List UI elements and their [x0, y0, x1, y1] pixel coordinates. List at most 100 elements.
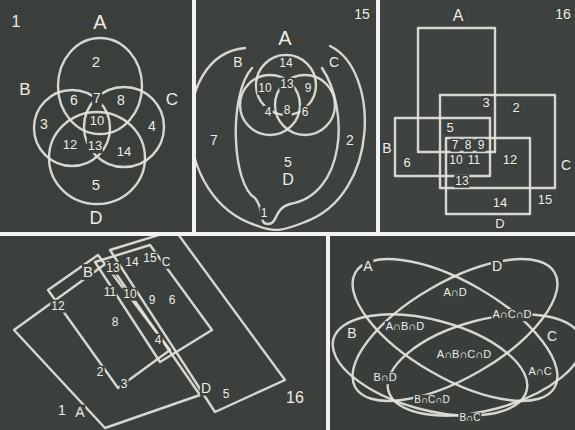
callout-number: 8: [464, 139, 473, 152]
callout-number: D: [281, 172, 295, 189]
region-label: B∩C: [458, 413, 481, 424]
callout-number: 14: [278, 57, 293, 70]
callout-number: D: [491, 259, 503, 274]
callout-number: 6: [301, 106, 310, 119]
callout-number: 11: [467, 154, 481, 167]
callout-number: 3: [481, 96, 490, 110]
callout-number: 14: [492, 196, 508, 210]
callout-number: 14: [116, 145, 132, 159]
callout-number: 6: [402, 156, 411, 170]
callout-number: 7: [209, 133, 219, 148]
callout-number: 13: [87, 139, 103, 153]
callout-number: 5: [91, 177, 101, 193]
set-outline: [49, 112, 145, 204]
set-outline: [331, 236, 575, 429]
callout-number: D: [200, 381, 212, 396]
callout-number: 5: [283, 155, 293, 170]
region-label: A∩B∩D: [385, 321, 425, 333]
callout-number: A: [92, 12, 107, 33]
callout-number: 10: [122, 288, 137, 301]
region-label: A∩B∩C∩D: [436, 349, 492, 361]
callout-number: 10: [257, 82, 272, 95]
callout-number: 16: [285, 390, 305, 407]
callout-number: 11: [103, 286, 117, 299]
set-outline: [377, 296, 575, 430]
set-outline: [240, 75, 300, 135]
callout-number: 1: [11, 14, 22, 31]
callout-number: 9: [148, 294, 157, 307]
set-outline: [331, 236, 575, 429]
callout-number: 4: [264, 106, 273, 119]
callout-number: 12: [62, 138, 78, 152]
callout-number: C: [161, 256, 172, 269]
set-outline: [275, 75, 335, 135]
set-outline: [95, 245, 212, 362]
callout-number: 2: [96, 366, 105, 379]
callout-number: A: [452, 8, 465, 25]
callout-number: 4: [154, 334, 163, 347]
venn-circles: [196, 46, 365, 230]
callout-number: C: [328, 55, 340, 70]
callout-number: 3: [39, 117, 49, 132]
set-outline: [48, 255, 170, 388]
callout-number: 5: [222, 388, 231, 401]
callout-number: 6: [168, 294, 177, 307]
callout-number: 10: [89, 114, 105, 128]
callout-number: 3: [120, 378, 129, 391]
callout-number: 2: [345, 133, 355, 148]
callout-number: C: [560, 158, 572, 173]
region-label: B∩C∩D: [413, 395, 451, 406]
callout-number: 8: [116, 93, 126, 108]
board-panel: [0, 0, 192, 232]
callout-number: B: [346, 326, 357, 341]
callout-number: 2: [91, 54, 101, 70]
callout-number: B: [82, 264, 94, 280]
callout-number: A: [74, 405, 85, 420]
callout-number: C: [165, 91, 179, 109]
set-outline: [110, 236, 285, 412]
venn-circles: [34, 38, 164, 204]
callout-number: 10: [448, 154, 463, 167]
callout-number: 15: [353, 7, 371, 22]
region-label: A∩C∩D: [491, 309, 532, 321]
callout-number: B: [232, 55, 243, 70]
set-outline: [446, 138, 530, 214]
callout-number: 6: [69, 93, 79, 108]
callout-number: D: [89, 209, 104, 228]
callout-number: 15: [142, 252, 157, 265]
set-outline: [330, 296, 538, 430]
set-outline: [34, 90, 110, 166]
callout-number: A: [362, 259, 373, 274]
callout-number: 12: [502, 153, 518, 167]
callout-number: 15: [537, 193, 553, 207]
set-outline: [236, 68, 339, 224]
board-panel: [330, 236, 575, 430]
callout-number: 13: [454, 175, 469, 188]
callout-number: 2: [511, 101, 520, 115]
callout-number: B: [18, 81, 31, 99]
callout-number: 13: [279, 78, 294, 91]
callout-number: 4: [147, 119, 157, 134]
set-outline: [395, 118, 490, 176]
callout-number: 1: [260, 207, 269, 220]
callout-number: 8: [283, 104, 292, 117]
callout-number: A: [277, 28, 292, 49]
venn-rectangles: [395, 28, 555, 214]
region-label: A∩C: [527, 366, 552, 378]
callout-number: 1: [57, 403, 67, 418]
set-outline: [418, 28, 495, 152]
callout-number: 5: [445, 121, 454, 135]
callout-number: 12: [50, 300, 65, 313]
set-outline: [196, 46, 365, 230]
callout-number: 9: [304, 82, 313, 95]
set-outline: [440, 95, 555, 188]
venn-ellipses: [330, 236, 575, 430]
callout-number: D: [494, 217, 505, 231]
board-panel: [380, 0, 575, 232]
callout-number: 9: [477, 139, 486, 152]
callout-number: 7: [92, 91, 102, 106]
region-label: B∩D: [372, 372, 397, 384]
callout-number: 13: [105, 262, 120, 275]
